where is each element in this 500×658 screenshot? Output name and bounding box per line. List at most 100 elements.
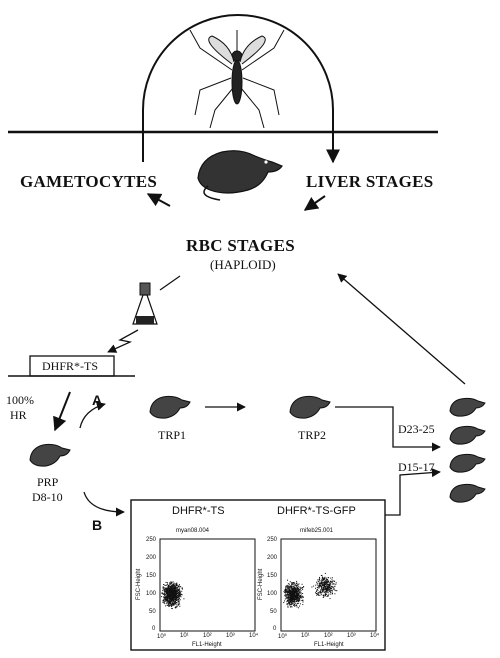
facs-event-dot [319, 579, 320, 581]
facs-event-dot [171, 595, 173, 597]
facs-event-dot [173, 587, 175, 589]
facs-event-dot [316, 593, 318, 594]
facs-event-dot [287, 603, 289, 605]
facs-event-dot [289, 586, 291, 588]
facs-event-dot [168, 585, 170, 586]
facs-event-dot [175, 596, 177, 598]
facs-event-dot [168, 588, 170, 590]
facs-event-dot [290, 599, 292, 601]
facs-event-dot [330, 590, 331, 592]
facs-event-dot [325, 584, 327, 586]
facs-event-dot [174, 598, 176, 600]
facs-event-dot [325, 580, 327, 581]
facs-event-dot [172, 600, 174, 602]
facs-event-dot [329, 585, 331, 587]
facs-event-dot [170, 590, 172, 591]
facs-event-dot [285, 597, 287, 599]
facs-event-dot [325, 592, 327, 594]
facs-event-dot [289, 590, 291, 592]
facs-event-dot [291, 603, 293, 605]
facs-event-dot [326, 580, 328, 582]
facs-event-dot [286, 599, 288, 601]
facs-event-dot [163, 601, 165, 603]
facs-event-dot [180, 586, 182, 588]
facs-event-dot [319, 586, 321, 587]
facs-left-xlabel: FL1-Height [192, 642, 222, 648]
facs-event-dot [164, 589, 166, 591]
facs-event-dot [164, 603, 166, 605]
facs-event-dot [325, 581, 327, 583]
facs-event-dot [291, 594, 293, 596]
facs-event-dot [176, 586, 178, 588]
facs-event-dot [171, 604, 173, 606]
facs-event-dot [324, 584, 326, 586]
facs-event-dot [326, 579, 328, 581]
facs-event-dot [296, 582, 298, 584]
facs-event-dot [169, 600, 170, 602]
electroporation-bolt-icon [107, 329, 139, 353]
facs-event-dot [297, 588, 299, 589]
facs-event-dot [321, 576, 323, 578]
facs-event-dot [173, 595, 175, 597]
facs-event-dot [175, 593, 176, 595]
facs-event-dot [175, 604, 177, 606]
facs-event-dot [290, 591, 292, 592]
facs-event-dot [285, 586, 287, 588]
facs-event-dot [172, 586, 173, 588]
facs-event-dot [165, 581, 167, 583]
facs-event-dot [293, 587, 295, 589]
facs-event-dot [292, 584, 294, 586]
facs-event-dot [294, 605, 296, 607]
facs-left-title: DHFR*-TS [172, 505, 225, 517]
facs-event-dot [327, 584, 329, 586]
facs-event-dot [291, 584, 293, 586]
facs-event-dot [162, 593, 163, 595]
facs-event-dot [313, 585, 315, 587]
facs-event-dot [174, 586, 176, 588]
facs-event-dot [322, 594, 324, 596]
facs-event-dot [327, 595, 329, 597]
facs-event-dot [298, 597, 300, 599]
facs-event-dot [164, 601, 166, 603]
facs-event-dot [179, 591, 180, 593]
facs-event-dot [329, 583, 331, 585]
facs-event-dot [178, 595, 180, 597]
facs-event-dot [170, 587, 172, 589]
facs-event-dot [299, 599, 301, 601]
facs-event-dot [320, 590, 321, 592]
facs-event-dot [177, 591, 179, 593]
facs-event-dot [297, 585, 299, 587]
facs-event-dot [291, 583, 293, 585]
facs-event-dot [321, 590, 323, 592]
facs-event-dot [172, 585, 174, 587]
facs-event-dot [324, 584, 326, 586]
facs-event-dot [167, 595, 169, 597]
facs-event-dot [290, 597, 292, 599]
facs-event-dot [164, 588, 166, 589]
facs-event-dot [319, 584, 321, 586]
facs-event-dot [293, 582, 295, 583]
facs-event-dot [289, 588, 291, 590]
facs-event-dot [173, 587, 175, 589]
facs-event-dot [174, 587, 176, 589]
facs-event-dot [326, 588, 328, 590]
facs-event-dot [172, 595, 174, 597]
facs-event-dot [294, 597, 296, 599]
facs-event-dot [169, 589, 171, 591]
facs-event-dot [296, 580, 298, 582]
facs-event-dot [291, 603, 293, 605]
facs-event-dot [299, 600, 301, 602]
facs-event-dot [299, 603, 301, 605]
facs-event-dot [173, 582, 175, 584]
facs-event-dot [290, 585, 292, 587]
facs-event-dot [296, 590, 298, 592]
mosquito-icon [189, 29, 285, 129]
facs-right-xtick: 10² [324, 633, 333, 639]
path-b-label: B [92, 517, 103, 533]
facs-event-dot [325, 577, 327, 579]
facs-event-dot [287, 590, 289, 592]
facs-event-dot [318, 585, 320, 587]
facs-event-dot [322, 584, 324, 586]
facs-event-dot [294, 590, 296, 592]
facs-event-dot [290, 600, 292, 602]
